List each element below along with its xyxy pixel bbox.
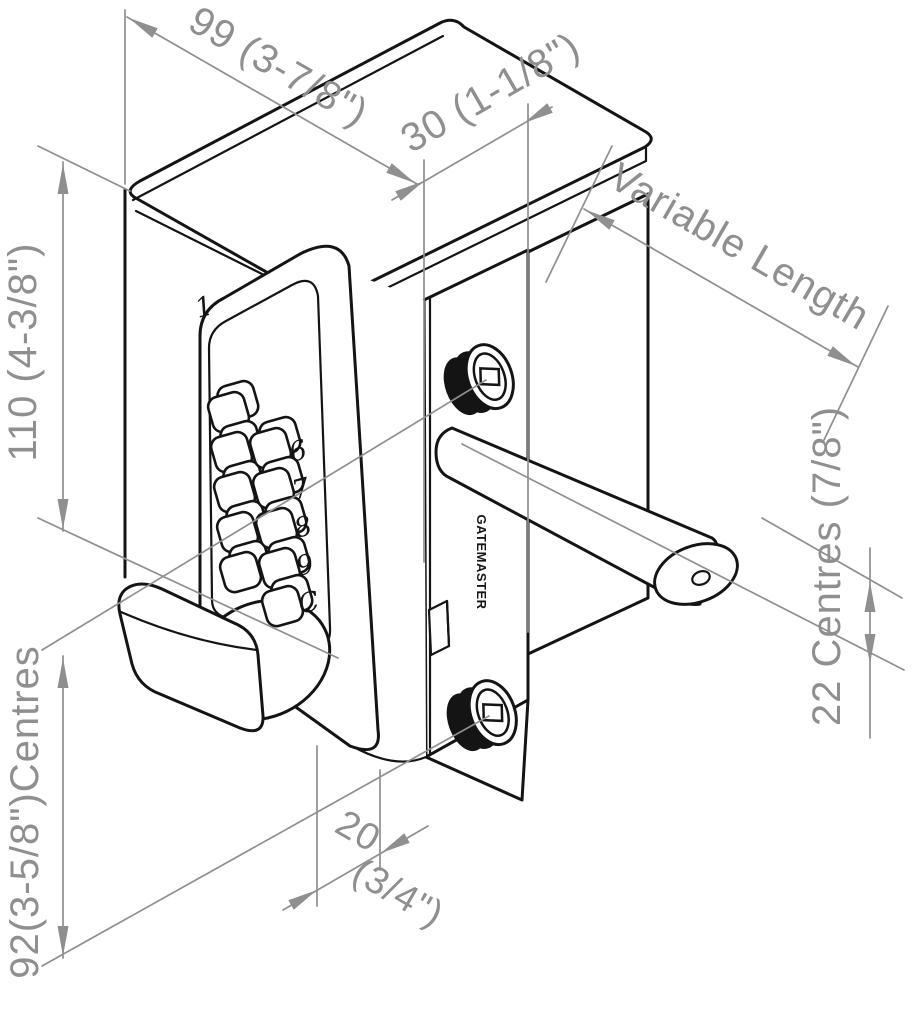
ext-line xyxy=(545,145,613,283)
thumb-turn-knob xyxy=(117,582,265,733)
top-cap xyxy=(128,18,653,314)
ext-line xyxy=(41,379,487,651)
brand-label: GATEMASTER xyxy=(474,514,489,609)
dim-label-offset-mm: 20 xyxy=(328,802,387,861)
case-right-face xyxy=(526,192,650,656)
digit-1: 1 xyxy=(192,290,217,324)
latch-slot xyxy=(427,599,451,657)
lock-body: 1 6 7 8 9 C GATEMASTER xyxy=(117,18,739,802)
dim-label-fixing-centres: 92(3-5/8")Centres xyxy=(3,645,47,979)
ext-line xyxy=(823,305,889,441)
dim-label-plate-height: 110 (4-3/8") xyxy=(1,243,45,462)
dim-label-latch-centres: 22 Centres (7/8") xyxy=(805,406,849,726)
dim-line-99 xyxy=(126,16,418,185)
latch-bolt xyxy=(434,426,739,606)
dim-label-offset-in: (3/4") xyxy=(345,851,451,936)
latch-centerline xyxy=(461,443,905,671)
latch-pin-hole xyxy=(691,570,711,586)
ext-line xyxy=(37,517,339,659)
dim-line-variable xyxy=(583,208,859,368)
ext-line xyxy=(37,145,131,192)
ext-line xyxy=(41,715,490,967)
ext-line xyxy=(761,517,903,599)
